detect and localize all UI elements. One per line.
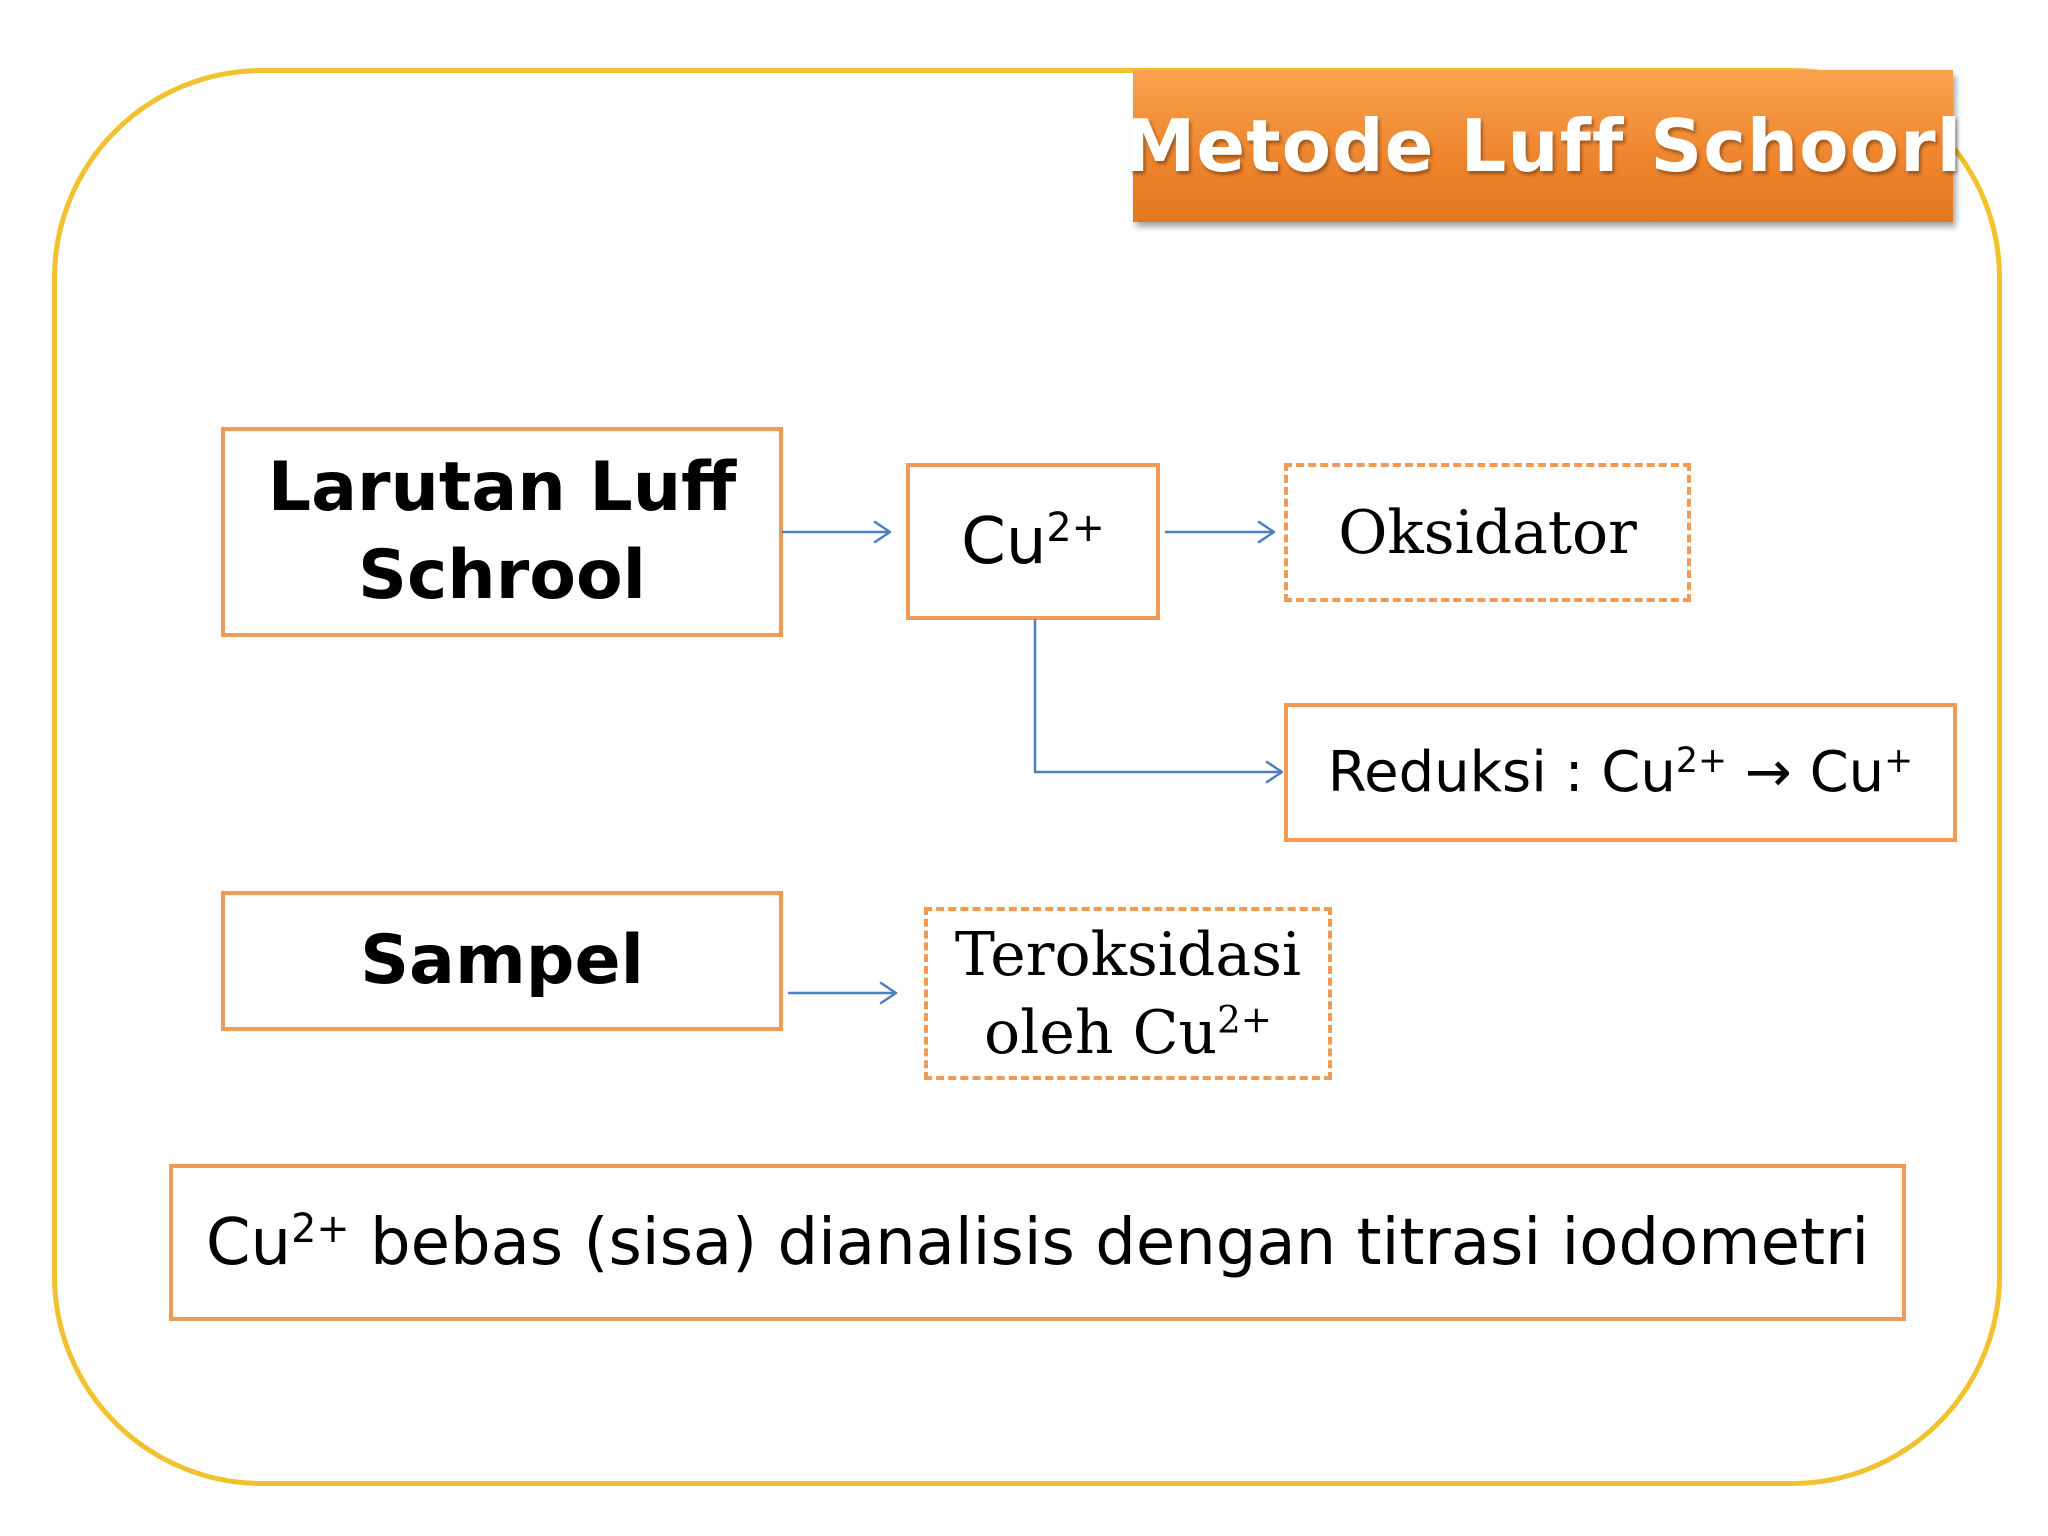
title-banner: Metode Luff Schoorl bbox=[1124, 70, 1961, 222]
oxidized-line2: oleh Cu bbox=[984, 997, 1218, 1068]
oxidized-label: Teroksidasi oleh Cu2+ bbox=[955, 916, 1301, 1072]
conclusion-charge: 2+ bbox=[291, 1205, 350, 1252]
sample-label: Sampel bbox=[360, 920, 644, 1000]
reduction-prefix: Reduksi : Cu bbox=[1327, 740, 1676, 805]
conclusion-label: Cu2+ bebas (sisa) dianalisis dengan titr… bbox=[206, 1206, 1869, 1280]
oxidized-box: Teroksidasi oleh Cu2+ bbox=[924, 907, 1332, 1080]
cu-ion-base: Cu bbox=[961, 504, 1047, 579]
conclusion-rest: bebas (sisa) dianalisis dengan titrasi i… bbox=[349, 1205, 1870, 1280]
conclusion-box: Cu2+ bebas (sisa) dianalisis dengan titr… bbox=[169, 1164, 1906, 1321]
luff-solution-label: Larutan Luff Schrool bbox=[268, 444, 736, 621]
slide-title: Metode Luff Schoorl bbox=[1123, 104, 1963, 188]
sample-box: Sampel bbox=[221, 891, 783, 1031]
conclusion-base: Cu bbox=[205, 1205, 292, 1280]
reduction-box: Reduksi : Cu2+ → Cu+ bbox=[1284, 703, 1957, 842]
cu-ion-charge: 2+ bbox=[1046, 504, 1105, 551]
reduction-label: Reduksi : Cu2+ → Cu+ bbox=[1328, 740, 1914, 805]
reduction-arrow-text: → Cu bbox=[1727, 740, 1885, 805]
reduction-charge-2: + bbox=[1884, 740, 1914, 781]
oxidizer-box: Oksidator bbox=[1284, 463, 1691, 602]
luff-solution-line1: Larutan Luff bbox=[267, 447, 737, 527]
oxidized-line1: Teroksidasi bbox=[954, 919, 1302, 990]
cu-ion-box: Cu2+ bbox=[906, 463, 1160, 620]
cu-ion-label: Cu2+ bbox=[961, 505, 1105, 579]
oxidizer-label: Oksidator bbox=[1338, 497, 1637, 568]
reduction-charge-1: 2+ bbox=[1675, 740, 1728, 781]
oxidized-charge: 2+ bbox=[1217, 997, 1272, 1042]
luff-solution-box: Larutan Luff Schrool bbox=[221, 427, 783, 637]
luff-solution-line2: Schrool bbox=[358, 536, 646, 615]
